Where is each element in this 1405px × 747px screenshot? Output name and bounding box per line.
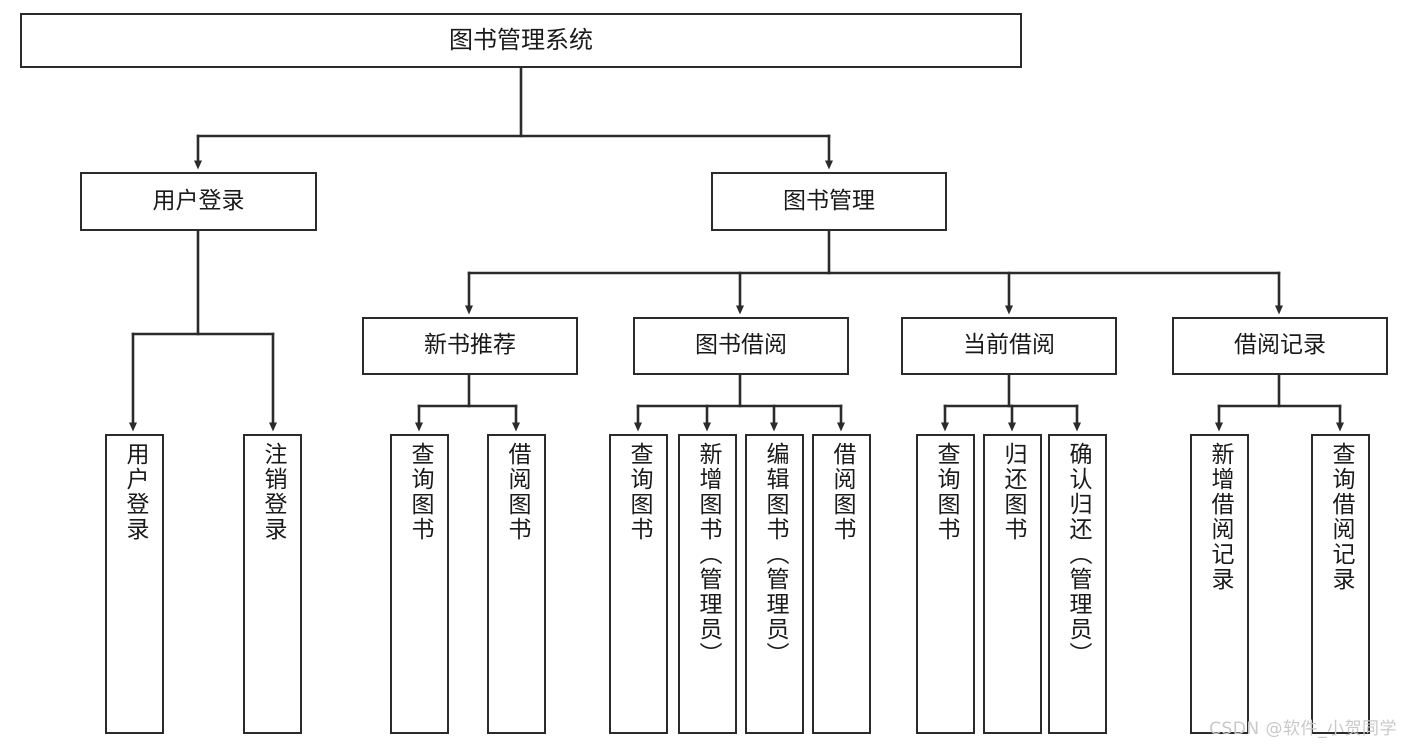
node-leaf-return-book[interactable]: 归还图书 bbox=[983, 434, 1042, 734]
node-user-login-label: 用户登录 bbox=[152, 187, 245, 214]
node-new-book-recommendation-label: 新书推荐 bbox=[424, 332, 516, 359]
node-borrow-record[interactable]: 借阅记录 bbox=[1172, 317, 1388, 375]
node-leaf-add-book-label: 新增图书（管理员） bbox=[695, 442, 721, 667]
node-leaf-logout-label: 注销登录 bbox=[260, 442, 286, 542]
node-leaf-add-record-label: 新增借阅记录 bbox=[1207, 442, 1233, 592]
node-leaf-add-record[interactable]: 新增借阅记录 bbox=[1190, 434, 1249, 734]
node-leaf-query-record[interactable]: 查询借阅记录 bbox=[1311, 434, 1370, 734]
node-leaf-query-book-3-label: 查询图书 bbox=[933, 442, 959, 542]
node-root[interactable]: 图书管理系统 bbox=[20, 13, 1022, 68]
node-leaf-query-book-1-label: 查询图书 bbox=[407, 442, 433, 542]
node-leaf-confirm-return-label: 确认归还（管理员） bbox=[1065, 442, 1091, 667]
node-leaf-query-record-label: 查询借阅记录 bbox=[1328, 442, 1354, 592]
node-book-manage[interactable]: 图书管理 bbox=[711, 172, 947, 231]
node-leaf-logout[interactable]: 注销登录 bbox=[243, 434, 302, 734]
node-leaf-user-login[interactable]: 用户登录 bbox=[105, 434, 164, 734]
node-leaf-return-book-label: 归还图书 bbox=[1000, 442, 1026, 542]
node-leaf-edit-book-label: 编辑图书（管理员） bbox=[762, 442, 788, 667]
csdn-watermark: CSDN @软件_小贺同学 bbox=[1209, 719, 1397, 739]
node-current-borrow-label: 当前借阅 bbox=[963, 332, 1055, 359]
node-leaf-confirm-return[interactable]: 确认归还（管理员） bbox=[1048, 434, 1107, 734]
node-borrow-record-label: 借阅记录 bbox=[1234, 332, 1326, 359]
node-leaf-edit-book[interactable]: 编辑图书（管理员） bbox=[745, 434, 804, 734]
node-leaf-query-book-2[interactable]: 查询图书 bbox=[609, 434, 668, 734]
node-leaf-query-book-1[interactable]: 查询图书 bbox=[390, 434, 449, 734]
node-leaf-query-book-3[interactable]: 查询图书 bbox=[916, 434, 975, 734]
node-book-borrow[interactable]: 图书借阅 bbox=[633, 317, 849, 375]
node-book-borrow-label: 图书借阅 bbox=[695, 332, 787, 359]
node-leaf-user-login-label: 用户登录 bbox=[122, 442, 148, 542]
node-leaf-add-book[interactable]: 新增图书（管理员） bbox=[678, 434, 737, 734]
node-leaf-borrow-book-2-label: 借阅图书 bbox=[829, 442, 855, 542]
node-leaf-borrow-book-2[interactable]: 借阅图书 bbox=[812, 434, 871, 734]
node-user-login[interactable]: 用户登录 bbox=[80, 172, 317, 231]
node-leaf-borrow-book-1-label: 借阅图书 bbox=[504, 442, 530, 542]
node-book-manage-label: 图书管理 bbox=[783, 187, 875, 214]
node-leaf-query-book-2-label: 查询图书 bbox=[626, 442, 652, 542]
node-leaf-borrow-book-1[interactable]: 借阅图书 bbox=[487, 434, 546, 734]
node-new-book-recommendation[interactable]: 新书推荐 bbox=[362, 317, 578, 375]
node-current-borrow[interactable]: 当前借阅 bbox=[901, 317, 1117, 375]
node-root-label: 图书管理系统 bbox=[449, 26, 593, 55]
